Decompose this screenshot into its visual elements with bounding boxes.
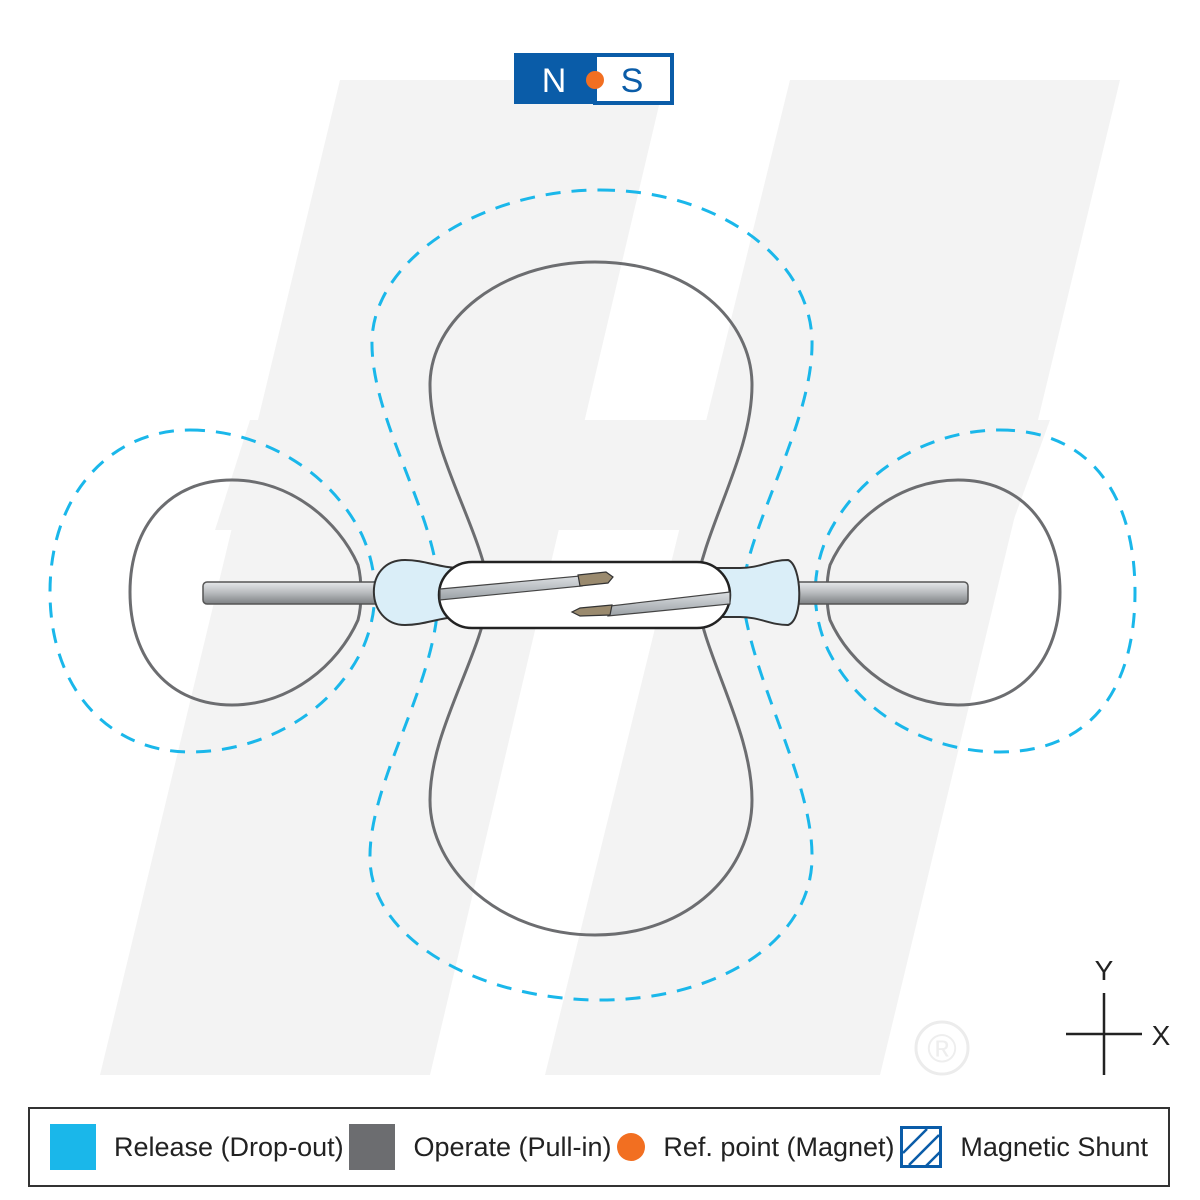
x-axis-label: X	[1152, 1020, 1171, 1051]
hatched-square-icon	[900, 1126, 943, 1168]
magnet-south-label: S	[621, 62, 644, 100]
operate-swatch-icon	[349, 1124, 396, 1170]
release-contour-right	[813, 428, 1137, 754]
legend-item-ref-point: Ref. point (Magnet)	[617, 1131, 895, 1163]
legend-label-shunt: Magnetic Shunt	[960, 1131, 1148, 1162]
reed-blade-lower	[607, 591, 731, 617]
operate-contours	[128, 260, 1062, 937]
legend: Release (Drop-out) Operate (Pull-in) Ref…	[28, 1107, 1170, 1187]
operate-contour-left	[128, 478, 363, 707]
bar-magnet: N S	[514, 53, 674, 105]
watermark-registered-circle	[914, 1020, 970, 1076]
axes-indicator	[1066, 993, 1142, 1075]
release-contour-left	[48, 428, 377, 754]
legend-label-release: Release (Drop-out)	[114, 1131, 344, 1162]
watermark-bar-top	[215, 420, 1050, 530]
contact-tip-lower	[570, 604, 613, 617]
ref-point-dot-icon	[617, 1133, 646, 1161]
watermark-stroke-right	[545, 80, 1120, 1075]
y-axis-label: Y	[1095, 955, 1114, 986]
watermark-registered-mark: ®	[927, 1027, 956, 1071]
legend-item-release: Release (Drop-out)	[50, 1124, 344, 1170]
lead-wire-right	[784, 581, 969, 605]
legend-item-shunt: Magnetic Shunt	[900, 1126, 1148, 1168]
operate-contour-center	[428, 260, 754, 937]
magnet-reference-point	[586, 71, 604, 89]
reed-switch	[202, 558, 969, 630]
lead-wire-left	[202, 581, 389, 605]
legend-label-operate: Operate (Pull-in)	[413, 1131, 612, 1162]
contact-tip-upper	[577, 571, 614, 587]
release-contours	[48, 188, 1137, 1002]
operate-contour-right	[825, 478, 1062, 707]
release-swatch-icon	[50, 1124, 96, 1170]
legend-item-operate: Operate (Pull-in)	[349, 1124, 612, 1170]
magnet-north-label: N	[542, 62, 567, 100]
release-contour-center	[368, 188, 814, 1002]
magnet-south-pole	[593, 53, 674, 105]
magnet-north-pole	[514, 53, 594, 104]
legend-label-ref-point: Ref. point (Magnet)	[663, 1131, 895, 1162]
